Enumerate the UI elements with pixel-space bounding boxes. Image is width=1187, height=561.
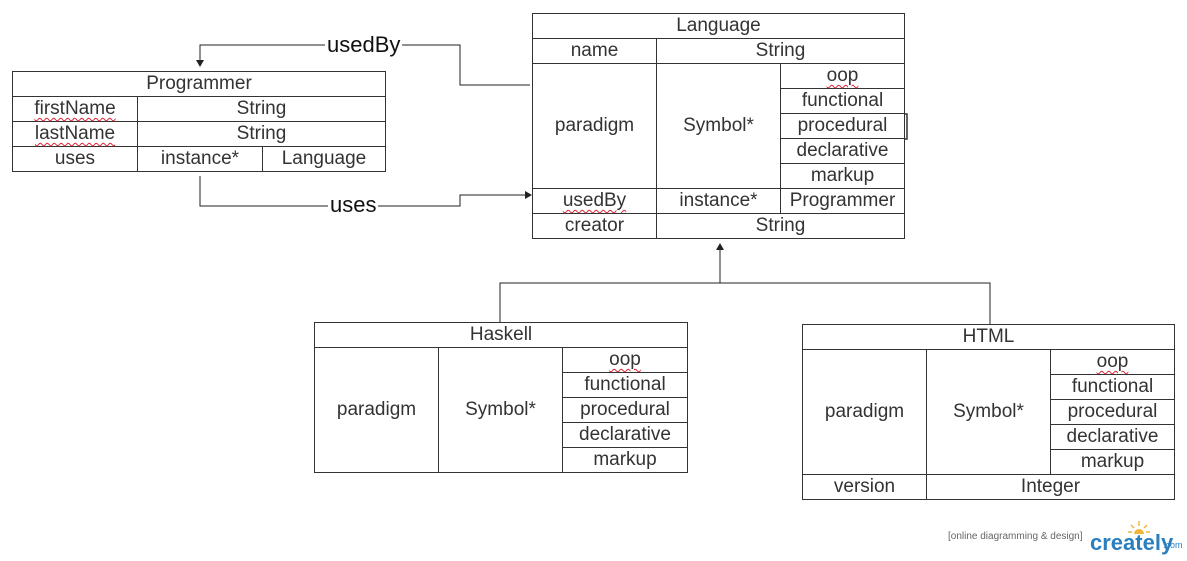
language-attr-type: Symbol* [656, 63, 781, 189]
html-attr-type: Symbol* [926, 349, 1051, 475]
language-paradigm-value: markup [780, 163, 905, 189]
uses-connector [199, 176, 526, 207]
usedby-arrowhead [196, 60, 204, 67]
html-title: HTML [802, 324, 1175, 350]
html-attr-type: Integer [926, 474, 1175, 500]
html-attr-name: paradigm [802, 349, 927, 475]
programmer-attr-ref: Language [262, 146, 386, 172]
usedby-label: usedBy [325, 32, 403, 57]
haskell-class: Haskell paradigm Symbol* oop functional … [314, 322, 688, 473]
haskell-attr-type: Symbol* [438, 347, 563, 473]
html-paradigm-value: oop [1050, 349, 1175, 375]
haskell-paradigm-value: markup [562, 447, 688, 473]
language-attr-ref: Programmer [780, 188, 905, 214]
html-attr-name: version [802, 474, 927, 500]
html-class: HTML paradigm Symbol* oop functional pro… [802, 324, 1175, 500]
language-attr-name: usedBy [532, 188, 657, 214]
programmer-attr-name: uses [12, 146, 138, 172]
inheritance-connector-haskell [499, 282, 720, 322]
html-paradigm-value: declarative [1050, 424, 1175, 450]
language-attr-type: instance* [656, 188, 781, 214]
programmer-class: Programmer firstName String lastName Str… [12, 71, 386, 172]
language-attr-type: String [656, 38, 905, 64]
haskell-attr-name: paradigm [314, 347, 439, 473]
cursor-marker [904, 113, 908, 140]
language-paradigm-value: procedural [780, 113, 905, 139]
haskell-title: Haskell [314, 322, 688, 348]
language-paradigm-value: oop [780, 63, 905, 89]
programmer-attr-name: firstName [12, 96, 138, 122]
programmer-attr-name: lastName [12, 121, 138, 147]
html-paradigm-value: procedural [1050, 399, 1175, 425]
inheritance-arrowhead [716, 243, 724, 250]
haskell-paradigm-value: oop [562, 347, 688, 373]
creately-sun-icon [1128, 521, 1150, 534]
uses-arrowhead [525, 191, 532, 199]
programmer-attr-type: String [137, 121, 386, 147]
language-class: Language name String paradigm Symbol* oo… [532, 13, 905, 239]
language-paradigm-value: declarative [780, 138, 905, 164]
html-paradigm-value: functional [1050, 374, 1175, 400]
language-paradigm-value: functional [780, 88, 905, 114]
inheritance-connector-html [720, 282, 991, 324]
language-attr-name: creator [532, 213, 657, 239]
html-paradigm-value: markup [1050, 449, 1175, 475]
haskell-paradigm-value: functional [562, 372, 688, 398]
usedby-connector [199, 44, 530, 86]
haskell-paradigm-value: declarative [562, 422, 688, 448]
programmer-attr-type: instance* [137, 146, 263, 172]
uses-label: uses [328, 192, 379, 217]
language-attr-name: paradigm [532, 63, 657, 189]
language-attr-name: name [532, 38, 657, 64]
programmer-title: Programmer [12, 71, 386, 97]
footer-tagline: [online diagramming & design] [948, 531, 1083, 542]
programmer-attr-type: String [137, 96, 386, 122]
language-title: Language [532, 13, 905, 39]
creately-logo[interactable]: creately [1090, 530, 1174, 555]
language-attr-type: String [656, 213, 905, 239]
creately-logo-suffix: .com [1163, 540, 1183, 550]
haskell-paradigm-value: procedural [562, 397, 688, 423]
